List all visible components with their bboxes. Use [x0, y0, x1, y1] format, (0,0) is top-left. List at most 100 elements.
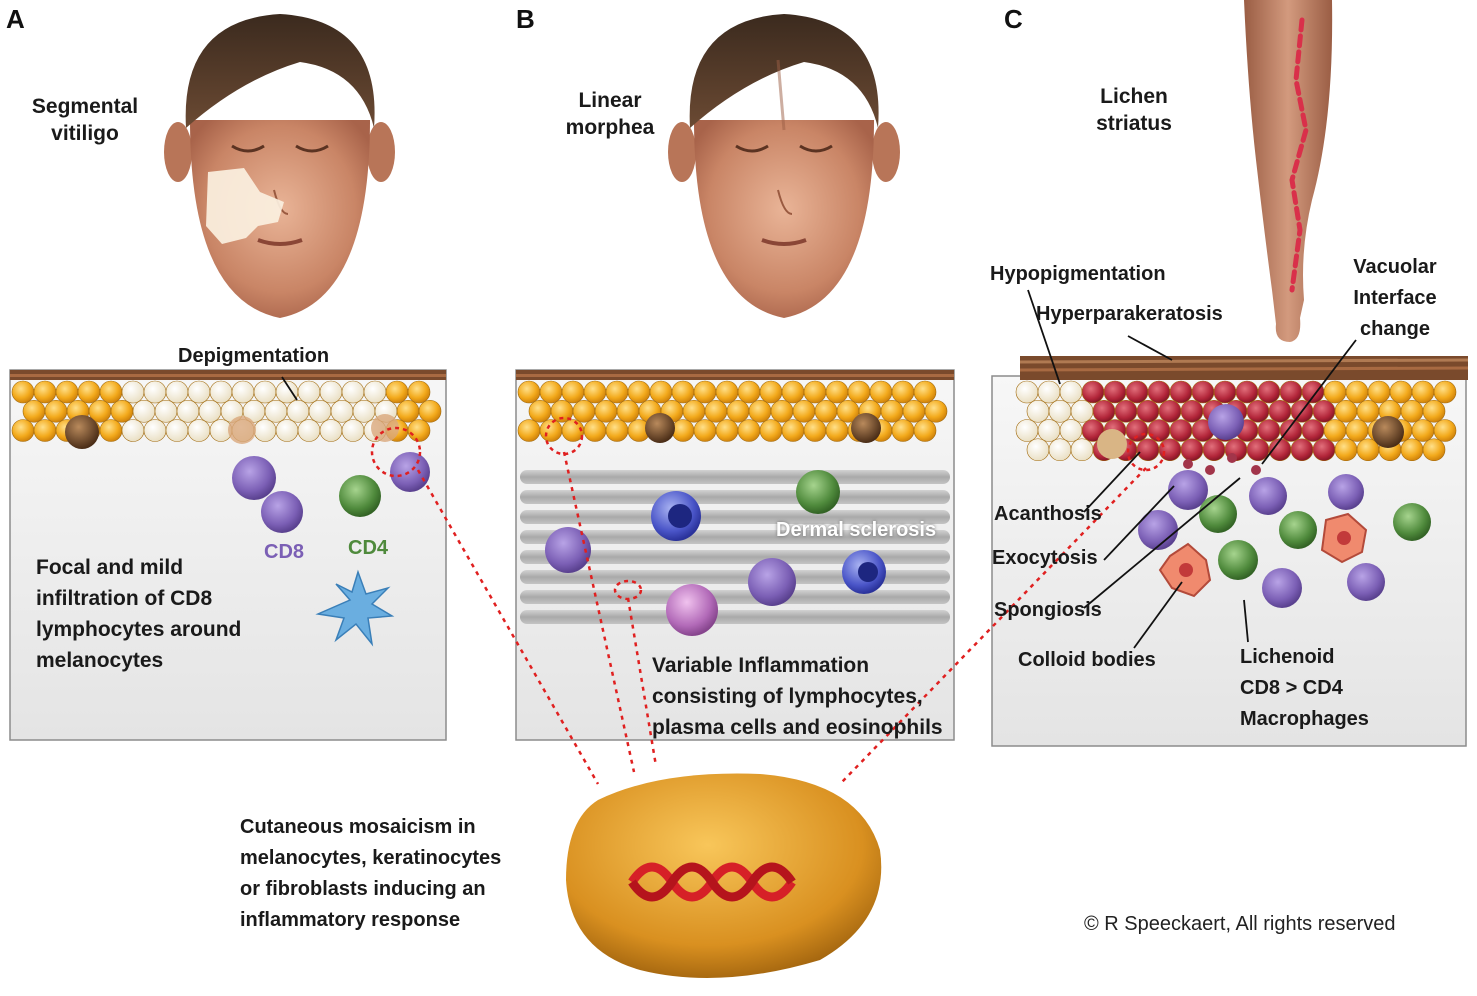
- epidermal-cell: [308, 399, 332, 423]
- epidermal-cell: [913, 419, 937, 442]
- epidermal-cell: [1356, 399, 1380, 423]
- epidermal-cell: [1433, 380, 1457, 404]
- epidermal-cell: [143, 380, 167, 404]
- epidermal-cell: [286, 399, 310, 423]
- epidermal-cell: [1081, 380, 1105, 404]
- epidermal-cell: [1037, 380, 1061, 404]
- epidermal-cell: [418, 399, 442, 423]
- epidermal-cell: [1312, 438, 1336, 462]
- epidermal-cell: [1015, 380, 1039, 404]
- epidermal-cell: [1422, 399, 1446, 423]
- epidermal-cell: [264, 399, 288, 423]
- cd4-lymphocyte: [796, 470, 840, 514]
- epidermal-cell: [1191, 380, 1215, 404]
- epidermal-cell: [726, 399, 750, 423]
- epidermal-cell: [715, 380, 739, 404]
- epidermal-cell: [759, 419, 783, 442]
- cd4-label: CD4: [348, 537, 389, 559]
- epidermal-cell: [363, 380, 387, 404]
- panel-b-skin-section: [515, 369, 955, 741]
- copyright-notice: © R Speeckaert, All rights reserved: [1084, 913, 1396, 935]
- epidermal-cell: [605, 419, 629, 442]
- epidermal-cell: [297, 380, 321, 404]
- epidermal-cell: [869, 380, 893, 404]
- epidermal-cell: [1136, 438, 1160, 462]
- epidermal-cell: [121, 419, 145, 442]
- epidermal-cell: [154, 399, 178, 423]
- epidermal-cell: [737, 419, 761, 442]
- epidermal-cell: [1048, 438, 1072, 462]
- epidermal-cell: [1301, 380, 1325, 404]
- lichenoid-infiltrate: [1138, 404, 1431, 608]
- epidermal-cell: [748, 399, 772, 423]
- exocytosis-label: Exocytosis: [992, 547, 1098, 569]
- epidermal-cell: [583, 419, 607, 442]
- epidermal-cell: [1257, 380, 1281, 404]
- epidermal-cell: [1257, 419, 1281, 442]
- epidermal-cell: [1345, 419, 1369, 442]
- epidermal-cell: [1411, 419, 1435, 442]
- epidermal-cell: [1169, 380, 1193, 404]
- epidermal-cell: [1323, 380, 1347, 404]
- epidermal-cell: [1158, 438, 1182, 462]
- epidermal-cell: [1026, 399, 1050, 423]
- epidermal-cell: [1059, 380, 1083, 404]
- cd8-lymphocyte: [390, 452, 430, 492]
- epidermal-cell: [803, 380, 827, 404]
- epidermal-cell: [693, 419, 717, 442]
- epidermal-cell: [594, 399, 618, 423]
- epidermal-cell: [165, 419, 189, 442]
- depigmentation-label: Depigmentation: [178, 345, 330, 367]
- epidermal-cell: [165, 380, 189, 404]
- epidermal-cell: [11, 380, 35, 404]
- epidermal-cell: [330, 399, 354, 423]
- epidermal-cell: [792, 399, 816, 423]
- spongiosis-label: Spongiosis: [994, 599, 1102, 621]
- hypopigmentation-label: Hypopigmentation: [990, 263, 1166, 285]
- epidermal-cell: [1092, 399, 1116, 423]
- epidermal-cell: [143, 419, 167, 442]
- epidermal-cell: [1070, 438, 1094, 462]
- epidermal-cell: [1422, 438, 1446, 462]
- infiltration-description: Focal and mild infiltration of CD8 lymph…: [36, 556, 242, 672]
- epidermal-cell: [825, 380, 849, 404]
- epidermal-cell: [1147, 380, 1171, 404]
- epidermal-cell: [880, 399, 904, 423]
- epidermal-cell: [1103, 380, 1127, 404]
- epidermal-cell: [22, 399, 46, 423]
- epidermal-cell: [198, 399, 222, 423]
- epidermal-cell: [1125, 380, 1149, 404]
- epidermal-cell: [902, 399, 926, 423]
- dermal-sclerosis-label: Dermal sclerosis: [776, 519, 937, 541]
- epidermal-cell: [561, 380, 585, 404]
- epidermal-cell: [649, 380, 673, 404]
- epidermal-cell: [1180, 399, 1204, 423]
- epidermal-cell: [297, 419, 321, 442]
- cd8-label: CD8: [264, 541, 305, 563]
- epidermal-cell: [1389, 380, 1413, 404]
- lymphocyte: [545, 527, 591, 573]
- epidermal-cell: [176, 399, 200, 423]
- epidermal-cell: [77, 380, 101, 404]
- epidermal-cell: [528, 399, 552, 423]
- mosaic-cell: [566, 773, 882, 978]
- epidermal-cell: [407, 419, 431, 442]
- epidermal-cell: [1323, 419, 1347, 442]
- epidermal-cell: [781, 380, 805, 404]
- epidermal-cell: [1312, 399, 1336, 423]
- epidermal-cell: [1169, 419, 1193, 442]
- epidermal-cell: [770, 399, 794, 423]
- epidermal-cell: [1048, 399, 1072, 423]
- epidermal-cell: [814, 399, 838, 423]
- epidermal-cell: [682, 399, 706, 423]
- epidermal-cell: [1367, 380, 1391, 404]
- epidermal-cell: [924, 399, 948, 423]
- epidermal-cell: [1279, 419, 1303, 442]
- epidermal-cell: [539, 419, 563, 442]
- cd8-lymphocyte: [232, 456, 276, 500]
- epidermal-cell: [1037, 419, 1061, 442]
